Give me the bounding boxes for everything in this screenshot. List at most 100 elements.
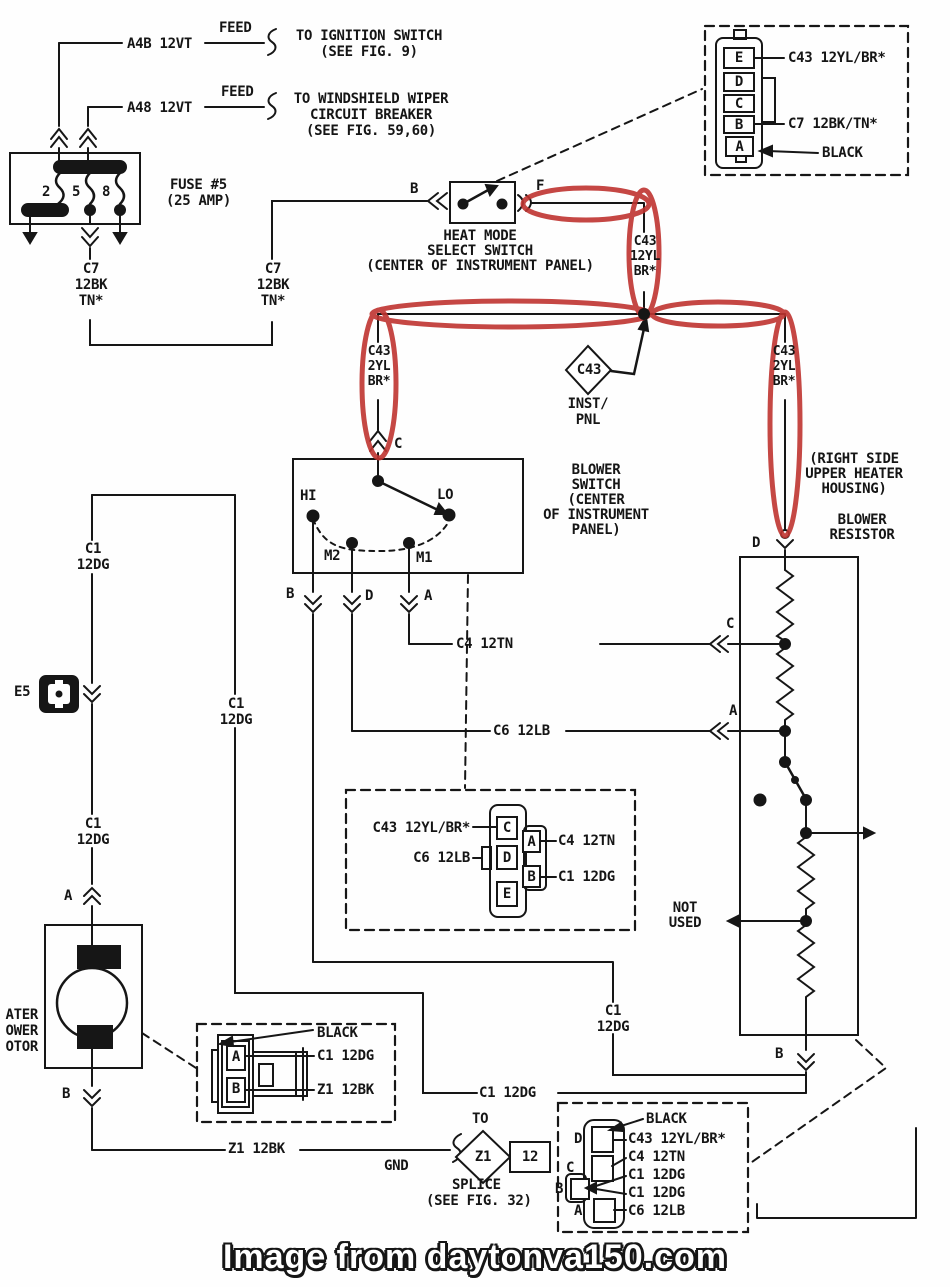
mid-slot-d: D bbox=[502, 850, 512, 866]
mid-slot-b: B bbox=[527, 869, 536, 885]
motor-conn-slot-b: B bbox=[231, 1081, 241, 1097]
feed2-destination: TO WINDSHIELD WIPER CIRCUIT BREAKER (SEE… bbox=[293, 91, 449, 139]
feed1-tag-label: FEED bbox=[219, 20, 252, 36]
wire-c1-v4: C1 12DG bbox=[596, 1003, 630, 1035]
splice-id: Z1 bbox=[474, 1149, 492, 1165]
wire-z1-12bk: Z1 12BK bbox=[228, 1141, 285, 1157]
tr-slot-b: B bbox=[734, 117, 744, 133]
bsw-m2: M2 bbox=[324, 548, 341, 564]
mid-slot-e: E bbox=[502, 886, 512, 902]
resistor-terminal-c: C bbox=[726, 616, 735, 632]
bsw-caption: BLOWER SWITCH (CENTER OF INSTRUMENT PANE… bbox=[543, 462, 649, 538]
wire-c43-drop: C43 12YL BR* bbox=[629, 234, 661, 279]
br-slot-d: D bbox=[574, 1131, 583, 1147]
wire-c1-v2: C1 12DG bbox=[76, 816, 110, 848]
wire-c1-h1: C1 12DG bbox=[479, 1085, 536, 1101]
wire-c43-right: C43 2YL BR* bbox=[772, 344, 796, 389]
feed-wires bbox=[50, 28, 277, 164]
c43-diamond-caption: INST/ PNL bbox=[567, 396, 609, 428]
hms-terminal-f: F bbox=[536, 178, 545, 194]
motor-conn-wire-z1: Z1 12BK bbox=[317, 1082, 374, 1098]
tr-slot-a: A bbox=[735, 139, 744, 155]
mid-wire-c4: C4 12TN bbox=[558, 833, 615, 849]
tr-slot-e: E bbox=[734, 50, 744, 66]
bsw-terminal-a: A bbox=[424, 588, 433, 604]
fuse-pin-2: 2 bbox=[42, 184, 51, 200]
c4-c6-wires bbox=[351, 635, 786, 740]
watermark-shadow: Image from daytonva150.com bbox=[224, 1241, 730, 1279]
tr-black-label: BLACK bbox=[822, 145, 863, 161]
c43-net-wires bbox=[369, 313, 794, 571]
motor-conn-wire-c1: C1 12DG bbox=[317, 1048, 374, 1064]
br-slot-c: C bbox=[566, 1160, 575, 1176]
br-wire-c1b: C1 12DG bbox=[628, 1185, 685, 1201]
mid-connector-drawing bbox=[344, 788, 637, 932]
bsw-terminal-b: B bbox=[286, 586, 295, 602]
mid-wire-c43: C43 12YL/BR* bbox=[372, 820, 470, 836]
e5-label: E5 bbox=[14, 684, 31, 700]
hms-caption: HEAT MODE SELECT SWITCH (CENTER OF INSTR… bbox=[366, 228, 594, 274]
br-slot-a: A bbox=[574, 1203, 583, 1219]
tr-slot-c: C bbox=[734, 96, 744, 112]
bsw-terminal-c: C bbox=[394, 436, 403, 452]
br-wire-c43: C43 12YL/BR* bbox=[628, 1131, 726, 1147]
c43-diamond-label: C43 bbox=[576, 362, 602, 378]
wire-c6-12lb: C6 12LB bbox=[493, 723, 550, 739]
resistor-caption: BLOWER RESISTOR bbox=[829, 512, 895, 543]
motor-drawing bbox=[44, 924, 197, 1151]
splice-to-label: TO bbox=[472, 1111, 489, 1127]
wire-c43-left: C43 2YL BR* bbox=[367, 344, 391, 389]
ground-wires bbox=[91, 1129, 551, 1185]
top-right-connector-drawing bbox=[703, 24, 910, 177]
motor-connector-drawing bbox=[195, 1022, 397, 1124]
corner-fragment bbox=[756, 1127, 917, 1219]
motor-conn-slot-a: A bbox=[231, 1049, 241, 1065]
bsw-m1: M1 bbox=[416, 550, 433, 566]
wire-c1-v1: C1 12DG bbox=[76, 541, 110, 573]
resistor-terminal-d: D bbox=[752, 535, 761, 551]
wire-c7-left: C7 12BK TN* bbox=[74, 261, 108, 309]
resistor-housing-caption: (RIGHT SIDE UPPER HEATER HOUSING) bbox=[805, 451, 903, 497]
wire-c1-v3: C1 12DG bbox=[219, 696, 253, 728]
bsw-terminal-d: D bbox=[365, 588, 374, 604]
blower-resistor-drawing bbox=[725, 556, 888, 1163]
tr-wire-e: C43 12YL/BR* bbox=[788, 50, 886, 66]
resistor-terminal-b: B bbox=[775, 1046, 784, 1062]
not-used-label: NOT USED bbox=[668, 900, 702, 931]
feed1-destination: TO IGNITION SWITCH (SEE FIG. 9) bbox=[295, 28, 443, 60]
wire-junction-dot bbox=[638, 308, 650, 320]
fuse-name: FUSE #5 bbox=[170, 177, 227, 193]
fuse-block-drawing bbox=[9, 152, 428, 346]
mid-wire-c6: C6 12LB bbox=[413, 850, 470, 866]
gnd-label: GND bbox=[384, 1158, 409, 1174]
br-wire-c1a: C1 12DG bbox=[628, 1167, 685, 1183]
feed2-tag-label: FEED bbox=[221, 84, 254, 100]
mid-wire-c1: C1 12DG bbox=[558, 869, 615, 885]
splice-label: SPLICE bbox=[452, 1177, 501, 1193]
fuse-rating: (25 AMP) bbox=[166, 193, 232, 209]
mid-slot-a: A bbox=[527, 834, 536, 850]
feed2-wire-label: A48 12VT bbox=[127, 100, 193, 116]
br-slot-b: B bbox=[555, 1181, 564, 1197]
hms-terminal-b: B bbox=[410, 181, 419, 197]
br-wire-c6: C6 12LB bbox=[628, 1203, 685, 1219]
motor-terminal-a: A bbox=[64, 888, 73, 904]
feed1-wire-label: A4B 12VT bbox=[127, 36, 193, 52]
bsw-lo: LO bbox=[437, 487, 454, 503]
resistor-terminal-a: A bbox=[729, 703, 738, 719]
blower-switch-drawing bbox=[292, 458, 524, 963]
fuse-pin-8: 8 bbox=[102, 184, 111, 200]
heat-mode-switch-drawing bbox=[426, 88, 703, 312]
motor-terminal-b: B bbox=[62, 1086, 71, 1102]
tr-slot-d: D bbox=[734, 74, 744, 90]
br-black-label: BLACK bbox=[646, 1111, 687, 1127]
splice-num: 12 bbox=[521, 1149, 539, 1165]
bottom-right-connector-drawing bbox=[556, 1101, 750, 1234]
motor-caption-clipped: ATER OWER OTOR bbox=[5, 1007, 38, 1055]
c1-net-wires bbox=[39, 494, 807, 1094]
motor-conn-black: BLACK bbox=[317, 1025, 358, 1041]
fuse-pin-5: 5 bbox=[72, 184, 81, 200]
tr-wire-b: C7 12BK/TN* bbox=[788, 116, 878, 132]
